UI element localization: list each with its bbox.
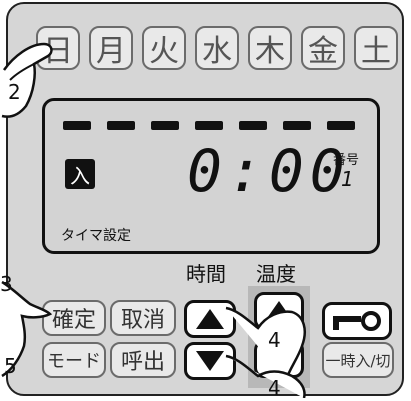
day-indicator-dash	[151, 121, 179, 130]
key-icon	[333, 311, 381, 331]
timer-setting-label: タイマ設定	[61, 228, 131, 244]
time-up-button[interactable]	[184, 300, 236, 338]
number-value: 1	[341, 167, 354, 191]
step-number-2: 2	[8, 80, 21, 104]
day-indicator-dash	[283, 121, 311, 130]
step-number-4: 4	[268, 328, 281, 352]
triangle-up-icon	[196, 309, 224, 329]
step-number-4: 4	[268, 376, 281, 400]
cancel-button[interactable]: 取消	[110, 300, 176, 336]
temporary-onoff-button[interactable]: 一時入/切	[322, 342, 394, 378]
day-indicator-dash	[195, 121, 223, 130]
lock-button[interactable]	[322, 302, 392, 340]
lcd-display: 入 0:00 番号 1 タイマ設定	[42, 98, 380, 254]
time-display: 0:00	[187, 137, 351, 205]
mode-badge: 入	[65, 159, 95, 189]
day-button-thu[interactable]: 木	[248, 26, 292, 70]
day-indicator-dash	[327, 121, 355, 130]
day-button-wed[interactable]: 水	[195, 26, 239, 70]
day-button-mon[interactable]: 月	[89, 26, 133, 70]
confirm-button[interactable]: 確定	[42, 300, 106, 336]
step-number-3: 3	[0, 272, 13, 296]
time-down-button[interactable]	[184, 342, 236, 380]
day-indicator-dash	[239, 121, 267, 130]
time-header: 時間	[186, 262, 226, 286]
day-button-tue[interactable]: 火	[142, 26, 186, 70]
hand-pointer-icon	[1, 42, 53, 118]
step-number-5: 5	[4, 354, 17, 378]
hand-pointer-icon	[225, 306, 306, 398]
day-button-sat[interactable]: 土	[354, 26, 398, 70]
day-indicator-dash	[63, 121, 91, 130]
triangle-down-icon	[196, 351, 224, 371]
call-button[interactable]: 呼出	[110, 342, 176, 378]
mode-button[interactable]: モード	[42, 342, 106, 378]
hand-pointer-icon	[1, 280, 52, 378]
temperature-header: 温度	[256, 262, 296, 286]
number-label: 番号	[333, 153, 360, 168]
day-indicator-dash	[107, 121, 135, 130]
day-button-fri[interactable]: 金	[301, 26, 345, 70]
